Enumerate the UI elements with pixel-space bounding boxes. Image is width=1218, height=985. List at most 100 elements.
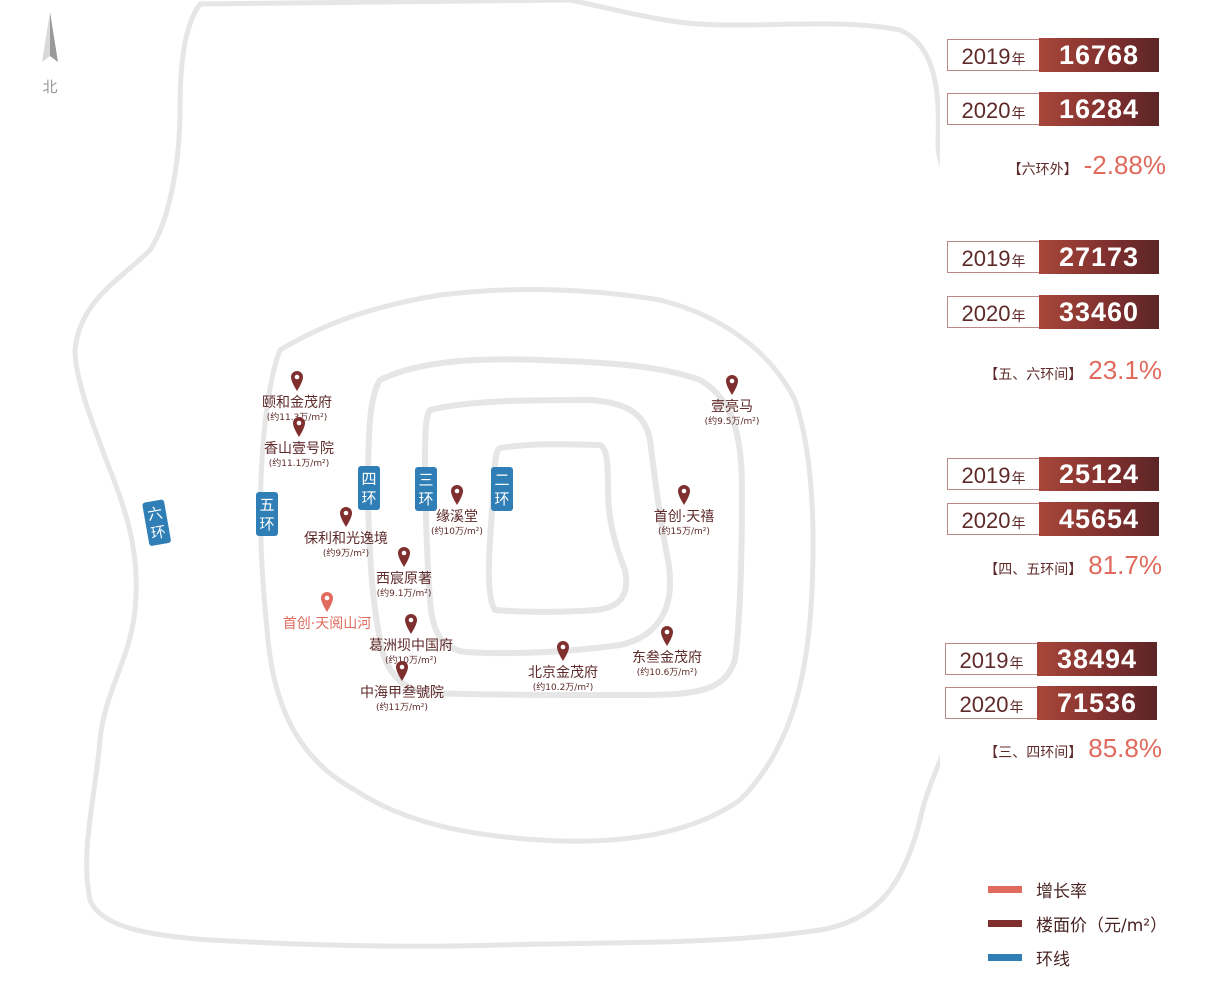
poi-price: (约11万/m²) xyxy=(376,701,428,713)
north-label: 北 xyxy=(42,78,58,96)
year-unit: 年 xyxy=(1011,309,1026,325)
location-pin-icon xyxy=(557,641,569,661)
poi-price: (约11.3万/m²) xyxy=(267,411,327,423)
map-poi: 缘溪堂(约10万/m²) xyxy=(431,485,483,537)
year-number: 2019 xyxy=(961,463,1011,488)
map-poi: 东叁金茂府(约10.6万/m²) xyxy=(632,626,702,678)
ring-label-three: 三 环 xyxy=(415,467,437,511)
year-unit: 年 xyxy=(1011,52,1026,68)
year-unit: 年 xyxy=(1009,656,1024,672)
svg-text:环: 环 xyxy=(361,489,376,507)
map-poi: 保利和光逸境(约9万/m²) xyxy=(304,507,388,559)
svg-text:环: 环 xyxy=(494,490,509,508)
fourth-ring-road xyxy=(365,356,745,698)
zone-label: 【五、六环间】 xyxy=(984,367,1083,383)
north-arrow: 北 xyxy=(38,12,62,97)
ring-label-four: 四 环 xyxy=(358,466,380,510)
svg-text:环: 环 xyxy=(259,515,274,533)
poi-name: 东叁金茂府 xyxy=(632,649,702,666)
growth-rate: 【五、六环间】 23.1% xyxy=(984,355,1162,386)
location-pin-icon xyxy=(340,507,352,527)
legend: 增长率 楼面价（元/m²） 环线 xyxy=(988,872,1167,974)
location-pin-icon xyxy=(398,547,410,567)
ring-label-two: 二 环 xyxy=(491,467,513,511)
year-number: 2019 xyxy=(959,648,1009,673)
legend-item-ring: 环线 xyxy=(988,940,1167,974)
poi-name: 颐和金茂府 xyxy=(262,394,332,411)
map-poi: 中海甲叁號院(约11万/m²) xyxy=(360,661,444,713)
year-number: 2019 xyxy=(961,44,1011,69)
growth-rate: 【四、五环间】81.7% xyxy=(984,550,1162,581)
ring-label-five: 五 环 xyxy=(256,492,278,536)
price-value: 27173 xyxy=(1039,240,1159,274)
location-pin-icon xyxy=(291,371,303,391)
poi-name: 中海甲叁號院 xyxy=(360,684,444,701)
map-poi: 首创·天禧(约15万/m²) xyxy=(654,485,714,537)
year-number: 2020 xyxy=(959,692,1009,717)
price-value: 33460 xyxy=(1039,295,1159,329)
zone-label: 【三、四环间】 xyxy=(984,745,1083,761)
fifth-ring-road xyxy=(257,287,816,844)
year-unit: 年 xyxy=(1009,700,1024,716)
location-pin-icon xyxy=(726,375,738,395)
legend-item-price: 楼面价（元/m²） xyxy=(988,906,1167,940)
poi-price: (约9.1万/m²) xyxy=(377,587,432,599)
poi-name: 首创·天阅山河 xyxy=(283,616,371,632)
year-number: 2020 xyxy=(961,98,1011,123)
svg-text:五: 五 xyxy=(259,496,274,514)
map-poi: 西宸原著(约9.1万/m²) xyxy=(376,547,432,599)
year-number: 2020 xyxy=(961,508,1011,533)
svg-text:环: 环 xyxy=(149,522,167,542)
location-pin-icon xyxy=(293,417,305,437)
poi-price: (约10万/m²) xyxy=(385,654,437,666)
price-value: 25124 xyxy=(1039,457,1159,491)
growth-percent: 23.1% xyxy=(1088,355,1162,385)
third-ring-road xyxy=(422,397,673,657)
map-poi: 北京金茂府(约10.2万/m²) xyxy=(528,641,598,693)
year-unit: 年 xyxy=(1011,471,1026,487)
growth-percent: 85.8% xyxy=(1088,733,1162,763)
svg-text:六: 六 xyxy=(146,504,164,524)
growth-rate: 【六环外】-2.88% xyxy=(1008,150,1166,181)
ring-label-six: 六 环 xyxy=(142,499,171,546)
year-unit: 年 xyxy=(1011,516,1026,532)
location-pin-icon xyxy=(321,592,333,612)
price-value: 45654 xyxy=(1039,502,1159,536)
growth-percent: 81.7% xyxy=(1088,550,1162,580)
ring-road-map: 六 环 五 环 四 环 三 环 二 环 颐和金茂府(约11.3万/m²) 香山壹号… xyxy=(72,0,940,949)
poi-price: (约10万/m²) xyxy=(431,525,483,537)
legend-label: 增长率 xyxy=(1036,881,1087,902)
poi-price: (约9.5万/m²) xyxy=(705,415,760,427)
year-unit: 年 xyxy=(1011,254,1026,270)
svg-text:三: 三 xyxy=(418,471,433,489)
svg-text:二: 二 xyxy=(494,471,509,489)
price-value: 71536 xyxy=(1037,686,1157,720)
sixth-ring-road xyxy=(72,0,940,949)
location-pin-icon xyxy=(661,626,673,646)
map-poi: 颐和金茂府(约11.3万/m²) xyxy=(262,371,332,423)
legend-label: 楼面价（元/m²） xyxy=(1036,915,1168,936)
zone-label: 【六环外】 xyxy=(1007,162,1078,178)
location-pin-icon xyxy=(678,485,690,505)
poi-price: (约11.1万/m²) xyxy=(269,457,329,469)
poi-name: 香山壹号院 xyxy=(264,441,334,457)
svg-text:环: 环 xyxy=(418,490,433,508)
poi-price: (约10.6万/m²) xyxy=(637,666,697,678)
poi-name: 首创·天禧 xyxy=(654,509,714,525)
poi-name: 壹亮马 xyxy=(711,398,753,415)
svg-text:四: 四 xyxy=(361,470,376,488)
year-unit: 年 xyxy=(1011,106,1026,122)
map-poi: 首创·天阅山河 xyxy=(283,592,371,632)
poi-name: 北京金茂府 xyxy=(528,664,598,681)
